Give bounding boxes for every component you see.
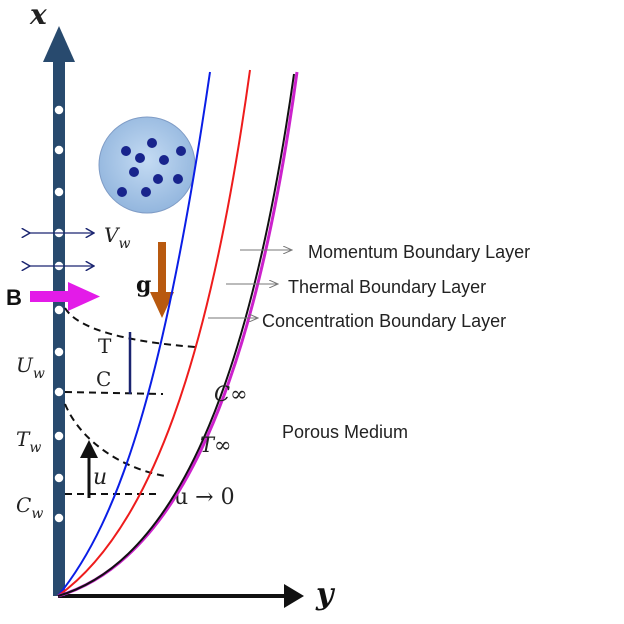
magnetic-field-arrow-icon	[30, 282, 100, 311]
porous-medium-label: Porous Medium	[282, 422, 408, 442]
gravity-label: g	[136, 272, 151, 298]
suction-velocity-label: Vw	[104, 223, 130, 252]
wall-velocity-label: Uw	[16, 353, 45, 382]
y-axis-arrowhead	[284, 584, 304, 608]
layer-label-thermal: Thermal Boundary Layer	[288, 277, 486, 297]
layer-label-concentration: Concentration Boundary Layer	[262, 311, 506, 331]
c-infinity-label: C∞	[214, 382, 248, 406]
velocity-u-label: u	[93, 465, 107, 490]
wall-temperature-label: Tw	[16, 427, 41, 456]
x-axis-label: x	[29, 0, 47, 31]
thermal-layer-curve	[57, 69, 251, 597]
inner-c-label: C	[96, 367, 111, 391]
layer-pointers	[208, 250, 292, 318]
concentration-layer-curve	[57, 73, 295, 597]
particle-icon	[98, 116, 196, 214]
magnetic-field-label: B	[6, 285, 22, 310]
velocity-limit-label: u → 0	[174, 485, 235, 510]
velocity-arrow-icon	[80, 440, 98, 458]
double-arrow-icon	[30, 233, 94, 266]
x-axis-arrowhead	[43, 26, 75, 62]
wall-concentration-label: Cw	[16, 493, 43, 522]
inner-t-label: T	[98, 334, 112, 358]
gravity-arrow-icon	[150, 242, 174, 318]
layer-label-momentum: Momentum Boundary Layer	[308, 242, 530, 262]
momentum-layer-curve	[57, 71, 211, 597]
y-axis-label: y	[315, 577, 336, 612]
t-infinity-label: T∞	[200, 433, 232, 457]
